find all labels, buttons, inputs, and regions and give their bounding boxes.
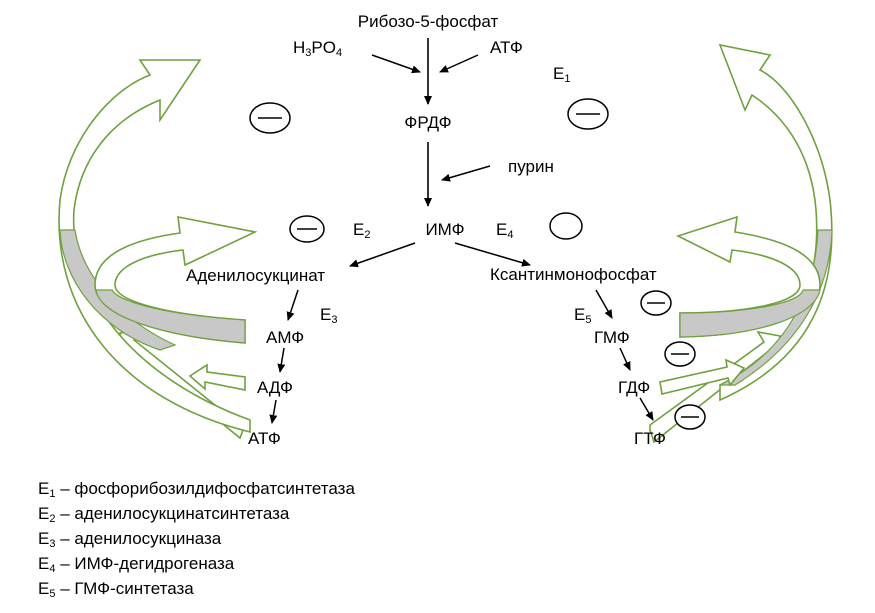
enzyme-e4-label: E4 (496, 220, 514, 241)
node-h3po4: H3PO4 (293, 38, 343, 59)
arrow-imf-to-adenylosuccinate (349, 242, 416, 268)
node-atf: АТФ (248, 429, 281, 448)
left-outer-ribbon-shade (59, 229, 177, 351)
left-inner-arrow-stem (188, 363, 246, 391)
node-gmf: ГМФ (594, 328, 630, 347)
inhibition-circle-5 (640, 290, 672, 316)
inhibition-circle-6 (664, 341, 696, 367)
legend-item-e4: E4 – ИМФ-дегидрогеназа (38, 554, 235, 575)
node-frdf: ФРДФ (404, 113, 452, 132)
right-inner-arrow-stem (659, 358, 746, 395)
arrow-imf-to-xanthine (454, 242, 531, 267)
legend-item-e1: E1 – фосфорибозилдифосфатсинтетаза (38, 479, 355, 500)
inhibition-circle-2 (567, 98, 609, 130)
node-adf: АДФ (257, 378, 293, 397)
inhibition-circle-7 (674, 404, 706, 430)
node-atp-top: АТФ (490, 38, 523, 57)
arrow-xanthine-to-gmf (595, 289, 613, 319)
legend-item-e2: E2 – аденилосукцинатсинтетаза (38, 504, 290, 525)
enzyme-e3-label: E3 (320, 305, 338, 326)
enzyme-e5-label: E5 (574, 305, 592, 326)
arrow-adenylosuccinate-to-amf (286, 289, 299, 321)
node-adenylosuccinate: Аденилосукцинат (186, 266, 326, 285)
arrow-gmf-to-gdf (619, 347, 631, 371)
arrow-amf-to-adf (277, 347, 286, 373)
legend-item-e5: E5 – ГМФ-синтетаза (38, 579, 194, 600)
node-imf: ИМФ (425, 220, 465, 239)
node-gdf: ГДФ (618, 378, 651, 397)
inhibition-circle-4 (549, 212, 583, 240)
arrow-gdf-to-gtf (639, 397, 654, 421)
node-xanthine-monophosphate: Ксантинмонофосфат (490, 265, 657, 284)
inhibition-circle-1 (249, 102, 291, 134)
enzyme-e1-label: E1 (553, 64, 571, 85)
right-inner-ribbon-shade (679, 289, 821, 338)
arrow-atp-in (439, 54, 479, 73)
enzyme-legend: E1 – фосфорибозилдифосфатсинтетаза E2 – … (38, 476, 355, 601)
arrow-adf-to-atf (269, 399, 278, 424)
node-gtf: ГТФ (634, 429, 666, 448)
inhibition-circle-3 (289, 215, 325, 243)
left-inner-ribbon-shade (95, 289, 246, 344)
arrow-h3po4-in (371, 54, 421, 74)
legend-item-e3: E3 – аденилосукциназа (38, 529, 222, 550)
enzyme-e2-label: E2 (353, 220, 371, 241)
arrow-purine-in (441, 165, 491, 182)
node-purine: пурин (508, 157, 554, 176)
node-ribose-5-phosphate: Рибозо-5-фосфат (357, 12, 499, 31)
node-amf: АМФ (266, 328, 305, 347)
